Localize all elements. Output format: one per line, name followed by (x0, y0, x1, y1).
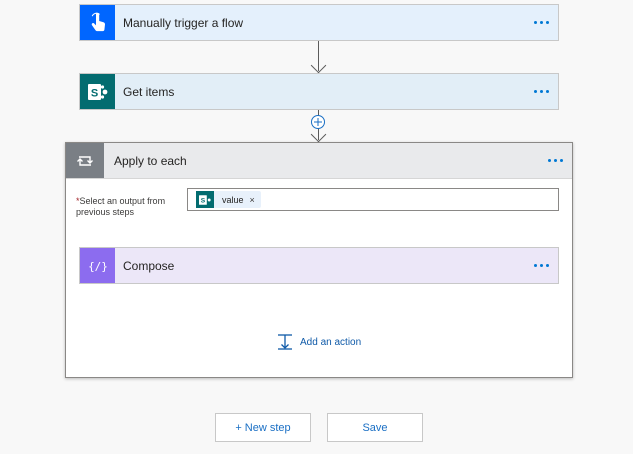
sharepoint-icon: S (196, 191, 214, 208)
plus-icon (314, 118, 322, 126)
apply-to-each-more-button[interactable] (538, 143, 572, 178)
svg-text:S: S (201, 197, 206, 204)
select-output-label: *Select an output from previous steps (76, 196, 166, 217)
trigger-card[interactable]: Manually trigger a flow (79, 4, 559, 41)
token-label: value (222, 194, 244, 205)
compose-more-button[interactable] (524, 248, 558, 283)
apply-to-each-header[interactable]: Apply to each (66, 143, 572, 179)
loop-icon (66, 143, 104, 178)
required-marker: * (76, 196, 80, 206)
save-button[interactable]: Save (327, 413, 423, 442)
trigger-title: Manually trigger a flow (123, 15, 244, 30)
insert-step-button[interactable] (311, 115, 325, 129)
compose-title: Compose (123, 258, 175, 273)
connector-line (318, 41, 319, 71)
hand-tap-icon (80, 5, 115, 40)
add-an-action-button[interactable]: Add an action (276, 333, 361, 351)
get-items-more-button[interactable] (524, 74, 558, 109)
get-items-title: Get items (123, 84, 175, 99)
svg-text:{∕}: {∕} (88, 260, 108, 273)
ellipsis-icon (533, 21, 549, 24)
trigger-more-button[interactable] (524, 5, 558, 40)
apply-to-each-title: Apply to each (114, 153, 187, 168)
compose-card[interactable]: {∕} Compose (79, 247, 559, 284)
arrow-down-icon (310, 126, 327, 143)
remove-token-button[interactable]: × (249, 194, 255, 205)
add-action-icon (278, 334, 292, 350)
apply-to-each-scope[interactable]: Apply to each *Select an output from pre… (65, 142, 573, 378)
compose-braces-icon: {∕} (80, 248, 115, 283)
sharepoint-icon: S (80, 74, 115, 109)
ellipsis-icon (533, 90, 549, 93)
select-output-input[interactable]: S value × (187, 188, 559, 211)
new-step-button[interactable]: + New step (215, 413, 311, 442)
svg-text:S: S (90, 87, 97, 99)
ellipsis-icon (533, 264, 549, 267)
value-token[interactable]: S value × (196, 191, 261, 208)
get-items-card[interactable]: S Get items (79, 73, 559, 110)
add-an-action-label: Add an action (300, 336, 362, 348)
ellipsis-icon (547, 159, 563, 162)
arrow-down-icon (310, 57, 327, 74)
